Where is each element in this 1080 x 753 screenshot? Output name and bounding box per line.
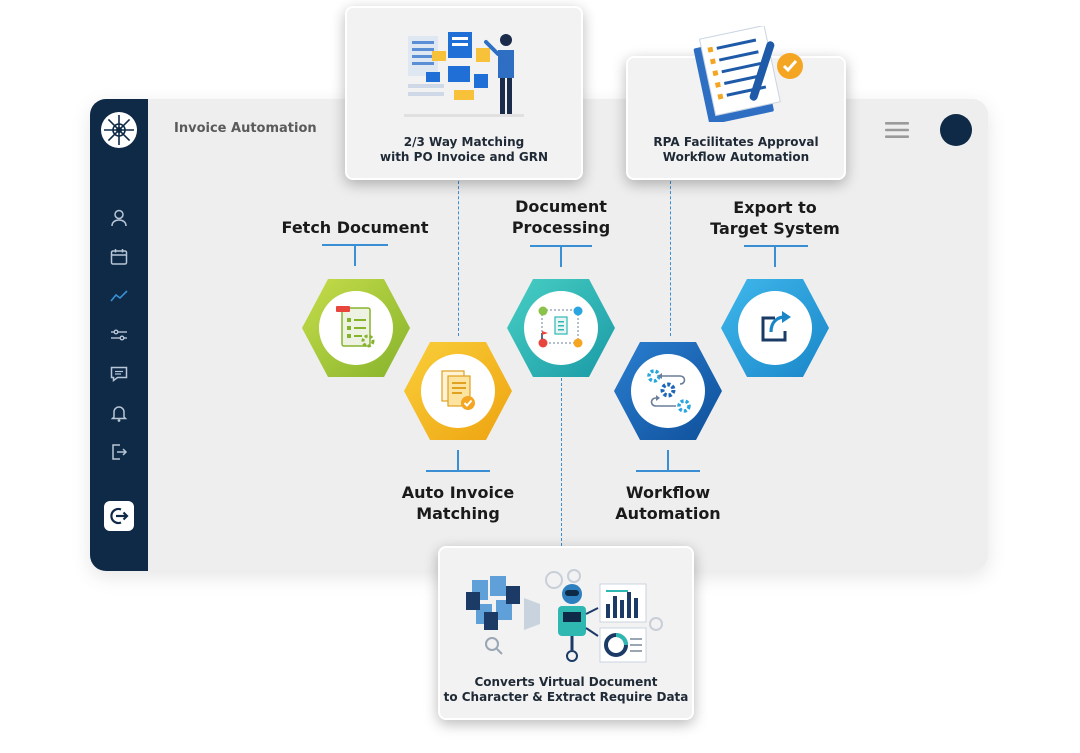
callout-approval-text: RPA Facilitates Approval Workflow Automa…: [628, 135, 844, 165]
step-fetch-line1: Fetch Document: [281, 218, 429, 237]
step-processing-label: Document Processing: [471, 196, 651, 238]
tick-workflow-v: [667, 450, 669, 472]
share-out-icon: [761, 311, 791, 342]
tick-export-v: [774, 245, 776, 267]
logout-icon: [110, 507, 129, 525]
step-export-line1: Export to: [733, 198, 817, 217]
tick-automatch-v: [457, 450, 459, 472]
chat-icon[interactable]: [109, 364, 129, 384]
tick-fetch-v: [354, 244, 356, 266]
callout-ocr-line2: to Character & Extract Require Data: [443, 690, 689, 704]
callout-matching-line1: 2/3 Way Matching: [403, 135, 525, 149]
step-processing-hexagon[interactable]: [505, 277, 617, 379]
sidebar: [90, 99, 148, 571]
chart-line-icon[interactable]: [109, 286, 129, 306]
step-automatch-line1: Auto Invoice: [401, 483, 515, 502]
step-automatch-line2: Matching: [416, 504, 500, 523]
connector-approval: [670, 181, 671, 336]
exit-icon[interactable]: [109, 442, 129, 462]
step-fetch-label: Fetch Document: [265, 217, 445, 238]
tick-workflow-h: [636, 470, 700, 472]
callout-ocr-text: Converts Virtual Document to Character &…: [440, 675, 692, 705]
bell-icon[interactable]: [109, 403, 129, 423]
clipboard-gear-icon: [336, 306, 375, 348]
callout-matching: 2/3 Way Matching with PO Invoice and GRN: [345, 6, 583, 180]
sliders-icon[interactable]: [109, 325, 129, 345]
step-export-label: Export to Target System: [675, 197, 875, 239]
step-workflow-hexagon[interactable]: [612, 340, 724, 442]
tick-export-h: [744, 245, 808, 247]
step-automatch-hexagon[interactable]: [402, 340, 514, 442]
ocr-robot-illustration-icon: [466, 569, 663, 663]
step-processing-line2: Processing: [511, 218, 611, 237]
calendar-icon[interactable]: [109, 247, 129, 267]
step-workflow-line2: Automation: [615, 504, 721, 523]
step-export-hexagon[interactable]: [719, 277, 831, 379]
callout-matching-line2: with PO Invoice and GRN: [380, 150, 548, 164]
callout-ocr-line1: Converts Virtual Document: [474, 675, 658, 689]
gears-cycle-icon: [647, 369, 691, 413]
callout-approval-line2: Workflow Automation: [662, 150, 810, 164]
callout-approval: RPA Facilitates Approval Workflow Automa…: [626, 26, 846, 180]
callout-approval-line1: RPA Facilitates Approval: [653, 135, 819, 149]
step-automatch-label: Auto Invoice Matching: [368, 482, 548, 524]
callout-ocr: Converts Virtual Document to Character &…: [438, 546, 694, 720]
app-title: Invoice Automation: [174, 121, 317, 136]
user-icon[interactable]: [109, 208, 129, 228]
callout-matching-text: 2/3 Way Matching with PO Invoice and GRN: [347, 135, 581, 165]
avatar[interactable]: [940, 114, 972, 146]
approval-checklist-icon: [693, 26, 803, 122]
connector-matching: [458, 181, 459, 336]
logo-icon: [100, 111, 138, 149]
step-processing-line1: Document: [515, 197, 607, 216]
documents-check-icon: [441, 370, 475, 410]
tick-processing-v: [560, 245, 562, 267]
step-fetch-hexagon[interactable]: [300, 277, 412, 379]
tick-automatch-h: [426, 470, 490, 472]
hamburger-menu-icon[interactable]: [885, 121, 909, 139]
process-flow-icon: [538, 306, 583, 348]
step-workflow-label: Workflow Automation: [578, 482, 758, 524]
logout-button[interactable]: [104, 501, 134, 531]
connector-ocr: [561, 378, 562, 546]
matching-illustration-icon: [404, 32, 524, 117]
step-export-line2: Target System: [710, 219, 840, 238]
step-workflow-line1: Workflow: [625, 483, 711, 502]
